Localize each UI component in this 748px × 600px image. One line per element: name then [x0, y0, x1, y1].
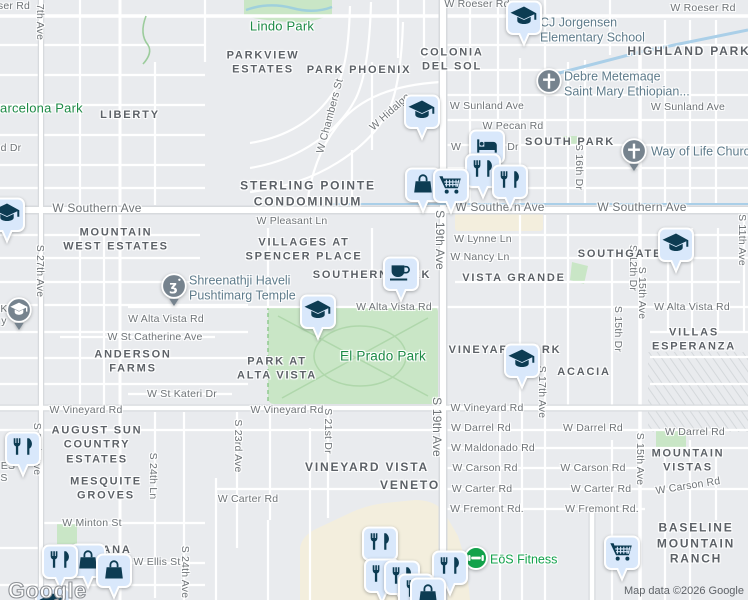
school-marker[interactable] [503, 343, 541, 390]
school-marker[interactable] [0, 197, 26, 244]
restaurant-marker[interactable] [4, 431, 42, 478]
school-marker[interactable] [4, 296, 34, 332]
school-marker[interactable] [505, 0, 543, 47]
school-marker[interactable] [657, 227, 695, 274]
school-marker[interactable] [299, 294, 337, 341]
bag-marker[interactable] [95, 553, 133, 600]
svg-text:ʒ: ʒ [169, 280, 177, 295]
restaurant-marker[interactable] [464, 153, 502, 200]
park-paths [277, 315, 429, 399]
bag-marker[interactable] [404, 167, 442, 214]
restaurant-marker[interactable] [491, 164, 529, 211]
church-marker[interactable] [619, 137, 649, 173]
bag-marker[interactable] [409, 577, 447, 600]
google-logo[interactable]: Google [7, 577, 87, 600]
school-marker[interactable] [403, 94, 441, 141]
cart-marker[interactable] [432, 168, 470, 215]
hatched-area [648, 352, 748, 432]
cart-marker[interactable] [603, 535, 641, 582]
waterways [142, 4, 748, 205]
coffee-marker[interactable] [382, 256, 420, 303]
bag-marker[interactable] [69, 543, 107, 590]
church-marker[interactable] [534, 67, 564, 103]
map-attribution: Map data ©2026 Google [623, 585, 744, 597]
school-marker[interactable] [34, 587, 72, 600]
restaurant-marker[interactable] [41, 544, 79, 591]
om-marker[interactable]: ʒ [159, 272, 189, 308]
